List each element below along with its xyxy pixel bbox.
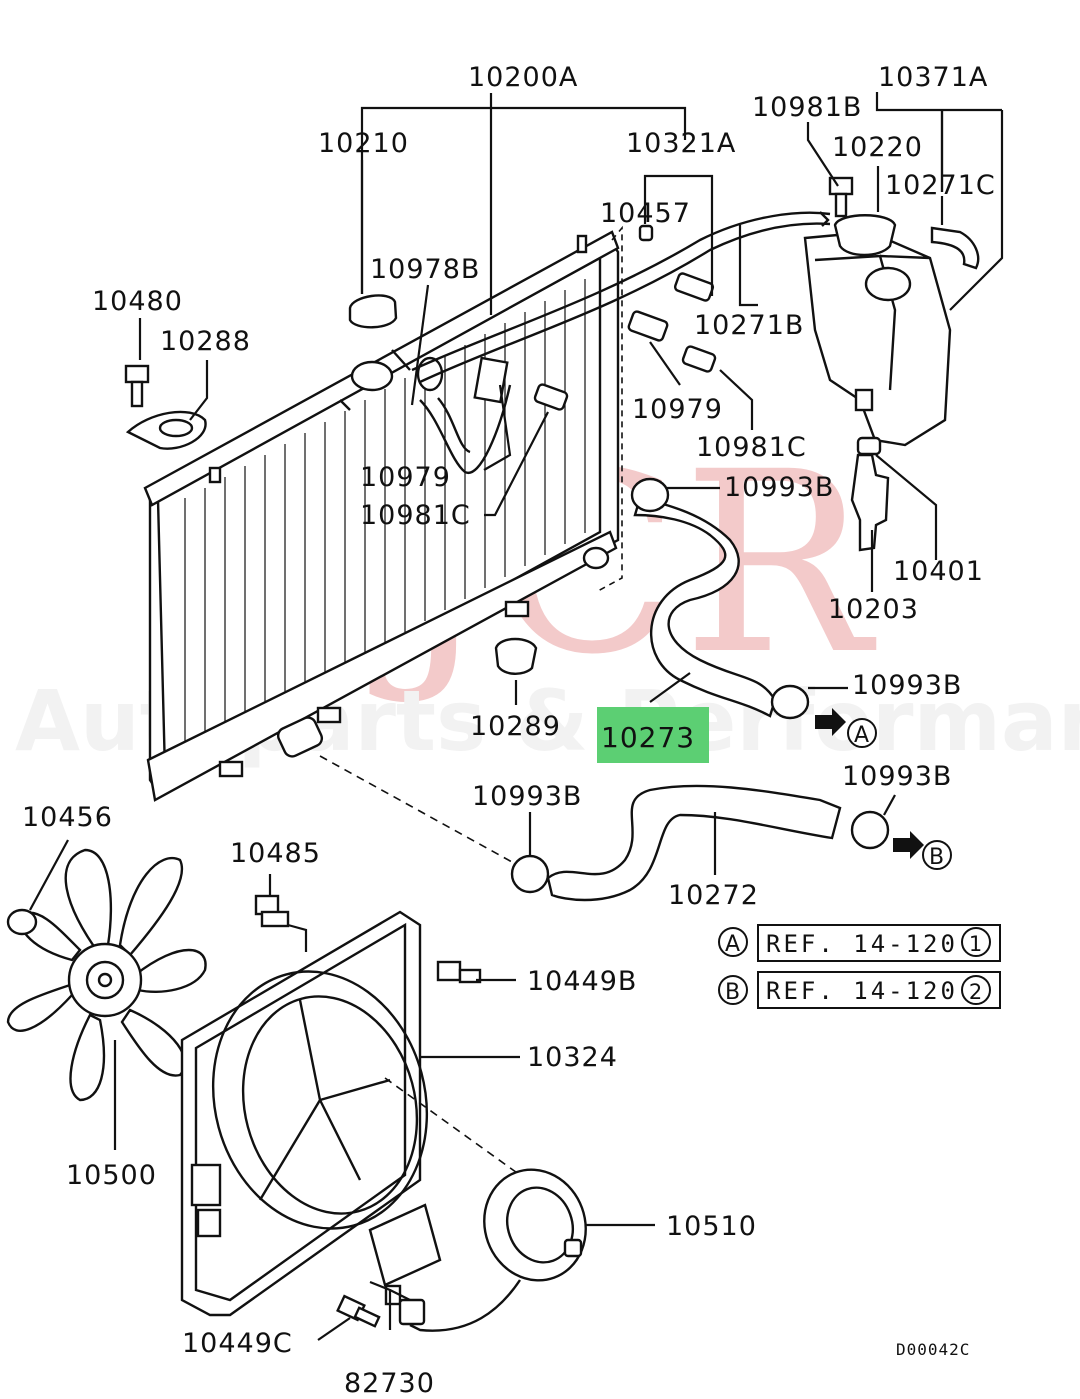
label-10978B: 10978B [370, 254, 480, 285]
label-10200A: 10200A [468, 62, 578, 93]
label-10449C: 10449C [182, 1328, 293, 1359]
mount-10289 [494, 637, 538, 675]
radiator-cap [348, 294, 398, 329]
arrow-to-B [893, 831, 924, 859]
bolt-10321A [673, 272, 715, 302]
clip-10979 [627, 310, 669, 342]
label-10993B-lower: 10993B [472, 781, 582, 812]
ref-B-text: REF. 14-120 [766, 977, 958, 1005]
ref-A-text: REF. 14-120 [766, 930, 958, 958]
label-10321A: 10321A [626, 128, 736, 159]
label-82730: 82730 [344, 1368, 435, 1399]
label-10981C-left: 10981C [360, 500, 471, 531]
label-10510: 10510 [666, 1211, 757, 1242]
label-10457: 10457 [600, 198, 691, 229]
label-10289: 10289 [470, 711, 561, 742]
bolt-10449B [436, 960, 482, 984]
clamp-10993B-d [850, 810, 890, 850]
reservoir-tank [803, 230, 952, 447]
label-10993B-top: 10993B [724, 472, 834, 503]
label-10371A: 10371A [878, 62, 988, 93]
arrow-B-letter: B [929, 845, 945, 870]
label-10979-left: 10979 [360, 462, 451, 493]
label-10273-highlighted: 10273 [601, 721, 695, 754]
label-10979-right: 10979 [632, 394, 723, 425]
label-10485: 10485 [230, 838, 321, 869]
clamp-10993B-a [630, 477, 670, 513]
clamp-10993B-c [510, 854, 550, 894]
arrow-to-A [815, 708, 846, 736]
ref-A-letter: A [725, 932, 741, 957]
lower-hose-10272 [546, 784, 842, 902]
reference-B: B REF. 14-120 2 [718, 971, 1001, 1009]
ref-B-num: 2 [969, 980, 983, 1004]
hose-10271C [930, 226, 980, 270]
label-10480: 10480 [92, 286, 183, 317]
label-10210: 10210 [318, 128, 409, 159]
label-10449B: 10449B [527, 966, 637, 997]
label-10271B: 10271B [694, 310, 804, 341]
label-10993B-mid: 10993B [852, 670, 962, 701]
highlight-10273 [597, 707, 709, 763]
fan-shroud-10324 [180, 910, 429, 1317]
reference-A: A REF. 14-120 1 [718, 924, 1001, 962]
label-10981B: 10981B [752, 92, 862, 123]
ref-B-letter: B [725, 980, 741, 1005]
bolt-10981C-b [681, 345, 717, 373]
reservoir-cap [833, 214, 897, 257]
bolt-10981B [828, 176, 854, 218]
diagram-code: D00042C [896, 1340, 970, 1359]
resistor-82730 [368, 1203, 442, 1326]
label-10981C-right: 10981C [696, 432, 807, 463]
fan-motor-10510 [409, 1168, 587, 1332]
bolt-10449C [336, 1294, 381, 1328]
leader-lines [29, 92, 1004, 1341]
bolt-10480 [124, 364, 150, 408]
label-10324: 10324 [527, 1042, 618, 1073]
bolt-10981C-a [533, 383, 569, 411]
bolt-10485 [254, 894, 290, 928]
cooling-fan-10500 [6, 848, 207, 1102]
bolt-10456 [6, 908, 38, 936]
arrow-A-letter: A [854, 723, 870, 748]
cushion-10401 [856, 436, 882, 456]
clamp-10993B-b [770, 684, 810, 720]
clip-10457 [638, 224, 654, 242]
label-10220: 10220 [832, 132, 923, 163]
label-10401: 10401 [893, 556, 984, 587]
label-10500: 10500 [66, 1160, 157, 1191]
label-10993B-right: 10993B [842, 761, 952, 792]
label-10288: 10288 [160, 326, 251, 357]
label-10203: 10203 [828, 594, 919, 625]
label-10271C: 10271C [885, 170, 996, 201]
ref-A-num: 1 [969, 932, 983, 956]
hose-10979 [419, 384, 512, 474]
label-10456: 10456 [22, 802, 113, 833]
bracket-10203 [850, 453, 890, 552]
label-10272: 10272 [668, 880, 759, 911]
